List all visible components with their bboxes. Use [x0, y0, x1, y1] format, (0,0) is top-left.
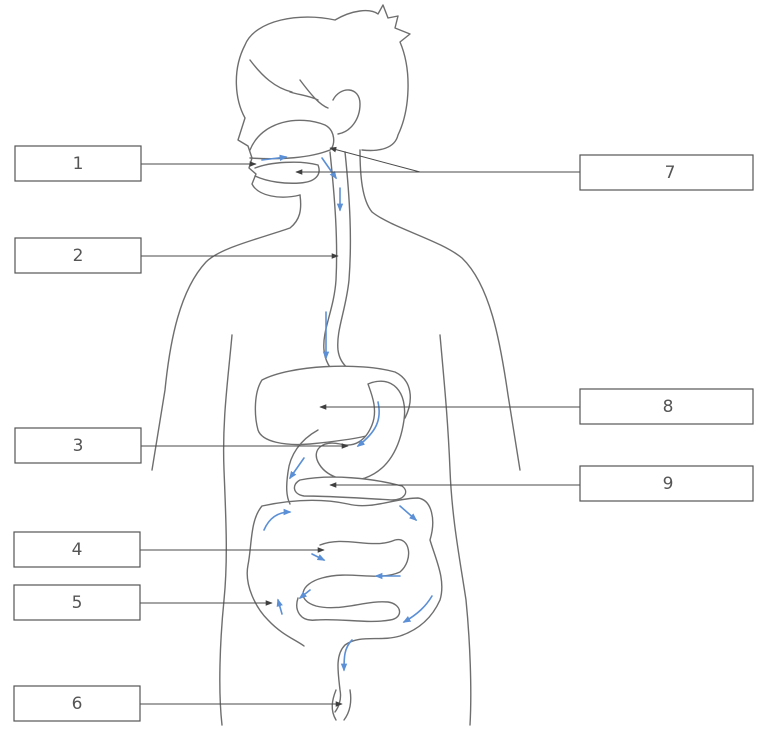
label-box-7[interactable]: 7 [579, 154, 754, 191]
torso-outline [151, 149, 521, 726]
stomach-outline [315, 380, 406, 481]
leader-lines [140, 146, 580, 707]
esophagus-outline [323, 151, 373, 389]
flow-arrow-throat [321, 157, 337, 180]
head-outline [235, 4, 411, 198]
label-text-8: 8 [663, 397, 674, 417]
label-text-1: 1 [73, 154, 84, 174]
label-box-3[interactable]: 3 [14, 427, 142, 464]
pancreas-outline [293, 476, 407, 501]
organs [246, 151, 443, 721]
label-box-8[interactable]: 8 [579, 388, 754, 425]
body-outline [151, 4, 521, 726]
rectum-outline [331, 689, 352, 721]
label-box-1[interactable]: 1 [14, 145, 142, 182]
flow-arrow-duodenum [289, 457, 305, 480]
label-text-2: 2 [73, 246, 84, 266]
label-text-6: 6 [72, 694, 83, 714]
flow-arrow-descending [402, 595, 433, 623]
flow-arrow-rectum [340, 639, 353, 672]
large-intestine-outline [246, 497, 443, 713]
ear-outline [332, 89, 361, 135]
label-text-7: 7 [665, 163, 676, 183]
label-text-9: 9 [663, 474, 674, 494]
mouth-outline [254, 161, 320, 184]
small-intestine-outline [296, 539, 410, 623]
label-text-4: 4 [72, 540, 83, 560]
flow-arrow-stomach [356, 401, 380, 447]
flow-arrow-small-1 [311, 553, 326, 561]
label-box-6[interactable]: 6 [13, 685, 141, 722]
flow-arrow-transverse [399, 505, 418, 522]
label-box-2[interactable]: 2 [14, 237, 142, 274]
label-text-3: 3 [73, 436, 84, 456]
leader-line-7b [329, 146, 421, 173]
label-box-5[interactable]: 5 [13, 584, 141, 621]
flow-arrow-cecum [276, 598, 283, 615]
nasal-cavity-outline [249, 119, 335, 160]
label-text-5: 5 [72, 593, 83, 613]
duodenum-outline [285, 429, 319, 505]
flow-arrow-small-3 [298, 589, 311, 599]
flow-arrow-nasal [261, 154, 288, 161]
label-box-9[interactable]: 9 [579, 465, 754, 502]
food-flow-arrows [261, 154, 433, 672]
label-box-4[interactable]: 4 [13, 531, 141, 568]
flow-arrow-ascending [263, 508, 292, 531]
hair-outline [249, 59, 329, 109]
